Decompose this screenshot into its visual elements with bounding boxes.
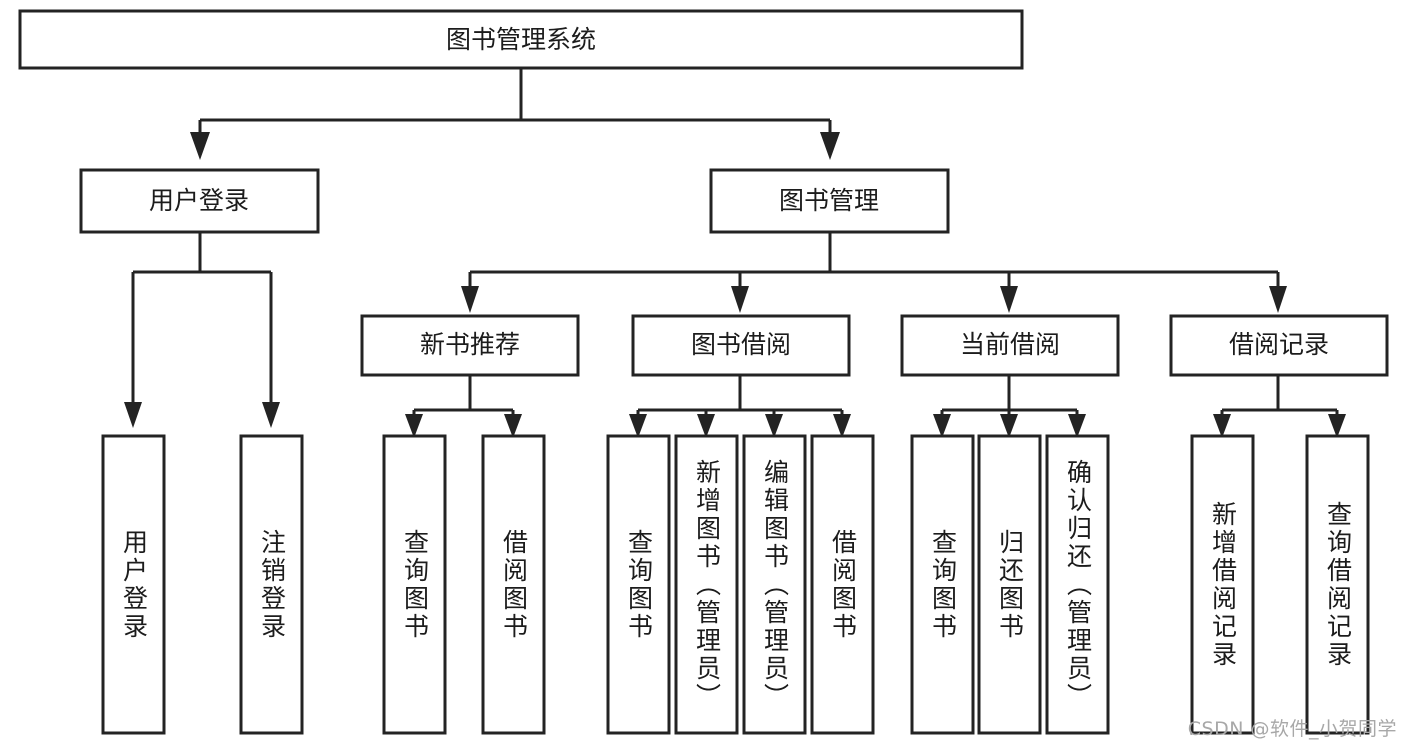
node-book-borrow-label: 图书借阅 [691, 330, 791, 359]
node-root[interactable]: 图书管理系统 [18, 9, 1024, 70]
arrow-head-book-mgmt [820, 132, 840, 160]
node-user-login-label: 用户登录 [149, 186, 249, 215]
leaf-rect-bb-borrow-book[interactable] [810, 434, 875, 735]
leaf-rect-user-login[interactable] [101, 434, 166, 735]
connector-group-book-mgmt [461, 232, 1287, 313]
leaf-rect-br-add-record[interactable] [1190, 434, 1255, 735]
node-root-rect[interactable] [18, 9, 1024, 70]
node-current-borrow[interactable]: 当前借阅 [900, 314, 1120, 377]
node-borrow-record-rect[interactable] [1169, 314, 1389, 377]
node-book-management[interactable]: 图书管理 [709, 168, 950, 234]
arrow-head-user-login [190, 132, 210, 160]
node-new-book-recommend[interactable]: 新书推荐 [360, 314, 580, 377]
leaf-rect-bb-add-book[interactable] [674, 434, 739, 735]
arrow-head-book-borrow [731, 286, 749, 313]
node-book-management-rect[interactable] [709, 168, 950, 234]
arrow-head-leaf-user-login [124, 402, 142, 428]
leaf-rect-cb-query-book[interactable] [910, 434, 975, 735]
node-root-label: 图书管理系统 [446, 25, 596, 54]
connector-group-user-login [124, 232, 280, 428]
arrow-head-borrow-record [1269, 286, 1287, 313]
watermark-text: CSDN @软件_小贺同学 [1187, 718, 1397, 740]
leaf-rect-bb-edit-book[interactable] [742, 434, 807, 735]
leaf-rect-cb-return-book[interactable] [977, 434, 1042, 735]
node-borrow-record[interactable]: 借阅记录 [1169, 314, 1389, 377]
arrow-head-current-borrow [1000, 286, 1018, 313]
connector-group-current-borrow [933, 375, 1086, 438]
node-book-management-label: 图书管理 [779, 186, 879, 215]
arrow-head-nb-leaf-2 [504, 414, 522, 438]
leaf-rect-logout[interactable] [239, 434, 304, 735]
arrow-head-nb-leaf-1 [405, 414, 423, 438]
connector-group-new-book-recommend [405, 375, 522, 438]
node-current-borrow-label: 当前借阅 [960, 330, 1060, 359]
node-borrow-record-label: 借阅记录 [1229, 330, 1329, 359]
arrow-head-cb-leaf-3 [1068, 414, 1086, 438]
node-book-borrow-rect[interactable] [631, 314, 851, 377]
leaf-rect-br-query-record[interactable] [1305, 434, 1370, 735]
node-new-book-recommend-rect[interactable] [360, 314, 580, 377]
arrow-head-bb-leaf-4 [833, 414, 851, 438]
connector-group-root [190, 68, 840, 160]
arrow-head-bb-leaf-1 [629, 414, 647, 438]
connector-group-book-borrow [629, 375, 851, 438]
connector-group-borrow-record [1213, 375, 1346, 438]
node-new-book-recommend-label: 新书推荐 [420, 330, 520, 359]
leaf-rect-nb-query-book[interactable] [382, 434, 447, 735]
arrow-head-bb-leaf-3 [765, 414, 783, 438]
leaf-rect-cb-confirm-return[interactable] [1045, 434, 1110, 735]
node-current-borrow-rect[interactable] [900, 314, 1120, 377]
arrow-head-leaf-logout [262, 402, 280, 428]
leaf-rect-nb-borrow-book[interactable] [481, 434, 546, 735]
arrow-head-br-leaf-2 [1328, 414, 1346, 438]
arrow-head-cb-leaf-1 [933, 414, 951, 438]
arrow-head-bb-leaf-2 [697, 414, 715, 438]
node-book-borrow[interactable]: 图书借阅 [631, 314, 851, 377]
node-user-login-rect[interactable] [79, 168, 320, 234]
arrow-head-br-leaf-1 [1213, 414, 1231, 438]
leaf-rect-bb-query-book[interactable] [606, 434, 671, 735]
node-user-login[interactable]: 用户登录 [79, 168, 320, 234]
arrow-head-cb-leaf-2 [1000, 414, 1018, 438]
arrow-head-new-book-recommend [461, 286, 479, 313]
